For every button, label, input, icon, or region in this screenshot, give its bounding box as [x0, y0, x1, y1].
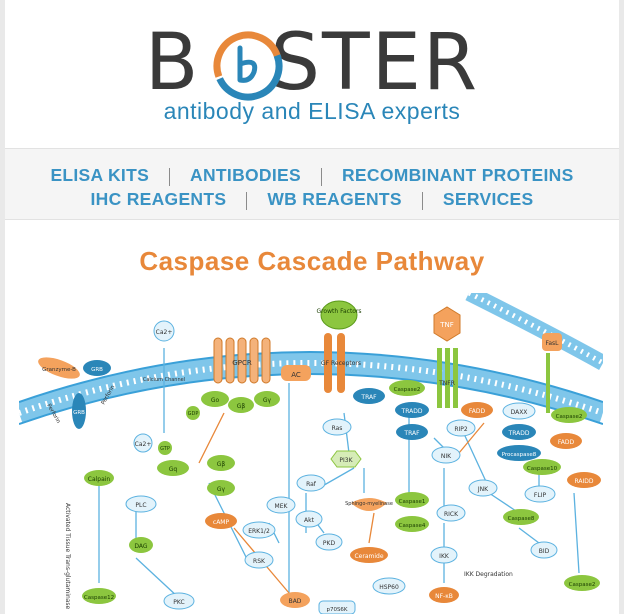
nav-divider	[421, 191, 423, 210]
label-calcium-channel: Calcium Channel	[143, 377, 185, 383]
nav-recombinant-proteins[interactable]: RECOMBINANT PROTEINS	[341, 165, 574, 185]
nav-elisa-kits[interactable]: ELISA KITS	[50, 165, 150, 185]
page-title: Caspase Cascade Pathway	[139, 246, 485, 276]
label-caspase12: Caspase12	[84, 595, 114, 601]
label-gy-2: Gγ	[217, 486, 226, 493]
label-jnk: JNK	[477, 486, 489, 493]
label-growth-factors: Growth Factors	[316, 308, 361, 315]
label-fasl: FasL	[545, 340, 559, 347]
label-gb-2: Gβ	[217, 461, 226, 468]
nav-divider	[320, 167, 322, 186]
nav-row-1: ELISA KITS ANTIBODIES RECOMBINANT PROTEINS	[5, 165, 619, 186]
label-pkc: PKC	[173, 599, 184, 606]
label-grb: GRB	[91, 367, 103, 373]
label-ac: AC	[291, 371, 301, 379]
label-akt: Akt	[304, 517, 315, 524]
label-nfkb: NF-κB	[435, 593, 453, 600]
label-hsp60: HSP60	[379, 584, 399, 591]
label-tnf: TNF	[439, 321, 454, 329]
label-traf: TRAF	[360, 394, 377, 401]
label-erk: ERK1/2	[248, 528, 270, 535]
label-ikk-degradation: IKK Degradation	[464, 571, 513, 578]
label-nik: NIK	[441, 453, 452, 460]
label-gb: Gβ	[237, 403, 246, 410]
label-tradd-2: TRADD	[508, 430, 530, 437]
nav-divider	[169, 167, 171, 186]
label-sphingomyelinase: Sphingo-myelinase	[345, 501, 393, 507]
label-gf-receptors: GF Receptors	[321, 360, 361, 367]
label-caspase2b: Caspase2	[556, 414, 583, 420]
nav-row-2: IHC REAGENTS WB REAGENTS SERVICES	[5, 189, 619, 210]
label-bad: BAD	[289, 598, 302, 605]
label-flip: FLIP	[534, 492, 547, 499]
label-pkd: PKD	[323, 540, 336, 547]
label-caspase10: Caspase10	[527, 466, 558, 472]
label-camp: cAMP	[213, 519, 230, 526]
nav-antibodies[interactable]: ANTIBODIES	[190, 165, 301, 185]
label-gy: Gγ	[263, 397, 272, 404]
label-go: Go	[211, 397, 220, 404]
label-granzyme-b: Granzyme-B	[42, 367, 76, 373]
label-rick: RICK	[444, 511, 459, 518]
label-grb-2: GRB	[73, 410, 85, 416]
label-dag: DAG	[134, 543, 148, 550]
logo-tagline: antibody and ELISA experts	[163, 98, 461, 124]
label-ca-out: Ca2+	[156, 329, 173, 336]
label-pi3k: PI3K	[339, 457, 353, 464]
label-caspase4: Caspase4	[399, 523, 426, 529]
label-gtp: GTP	[160, 446, 170, 452]
label-rsk: RSK	[253, 558, 266, 565]
label-fadd: FADD	[469, 408, 486, 415]
label-p70s6k: p70S6K	[326, 607, 347, 613]
label-ras: Ras	[332, 425, 343, 432]
logo-o-icon	[213, 31, 283, 101]
label-gpcr: GPCR	[232, 359, 252, 367]
label-activated-tissue: Activated Tissue Trans-glutaminase	[64, 503, 71, 610]
label-caspase8: Caspase8	[508, 516, 535, 522]
pathway-svg: Growth Factors GF Receptors TNF TNFR Fas…	[19, 293, 603, 614]
label-rip2: RIP2	[454, 426, 468, 433]
label-bid: BID	[539, 548, 550, 555]
label-ca-in: Ca2+	[135, 441, 152, 448]
label-fadd-2: FADD	[558, 439, 575, 446]
label-caspase2c: Caspase2	[569, 582, 596, 588]
label-mek: MEK	[275, 503, 289, 510]
nav-ihc-reagents[interactable]: IHC REAGENTS	[90, 189, 227, 209]
label-calpain: Calpain	[88, 476, 111, 483]
label-raidd: RAIDD	[574, 478, 593, 485]
label-gdp: GDP	[188, 411, 199, 417]
nav-divider	[246, 191, 248, 210]
label-tradd: TRADD	[401, 408, 423, 415]
label-ikk: IKK	[439, 553, 450, 560]
label-plc: PLC	[135, 502, 146, 509]
label-ceramide: Ceramide	[354, 553, 383, 560]
label-procaspase8: Procaspase8	[502, 452, 537, 458]
nav-services[interactable]: SERVICES	[442, 189, 534, 209]
label-traf-2: TRAF	[403, 430, 420, 437]
main-nav: ELISA KITS ANTIBODIES RECOMBINANT PROTEINS…	[5, 148, 619, 220]
label-caspase2: Caspase2	[394, 387, 421, 393]
label-raf: Raf	[306, 481, 317, 488]
label-daxx: DAXX	[511, 409, 528, 416]
label-caspase1: Caspase1	[399, 499, 426, 505]
pathway-diagram[interactable]: Growth Factors GF Receptors TNF TNFR Fas…	[19, 293, 603, 614]
label-tnfr: TNFR	[438, 380, 455, 387]
label-gq: Gq	[169, 466, 178, 473]
nav-wb-reagents[interactable]: WB REAGENTS	[267, 189, 402, 209]
